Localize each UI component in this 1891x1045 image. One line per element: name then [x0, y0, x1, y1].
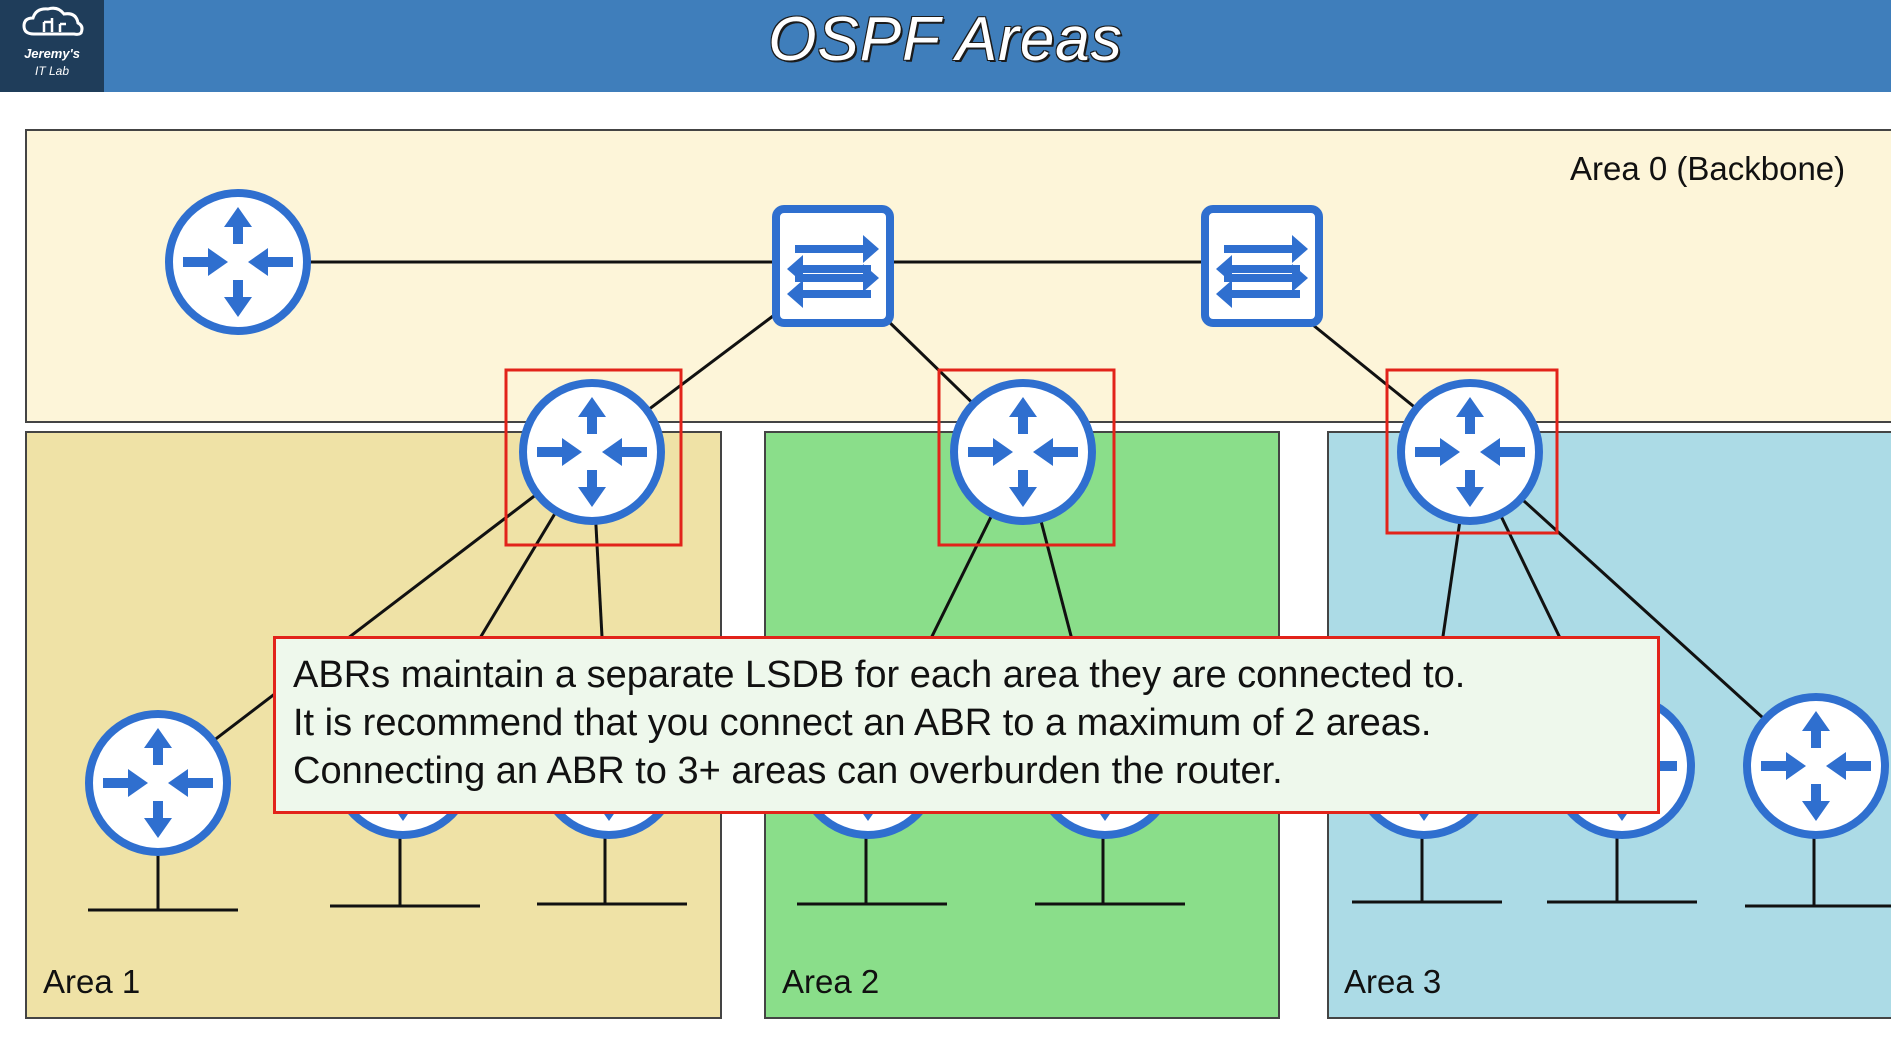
area2-label: Area 2 [782, 963, 880, 1000]
abr-highlight-box [937, 368, 1116, 547]
switch-icon [776, 209, 890, 323]
callout-line: It is recommend that you connect an ABR … [293, 702, 1432, 744]
callout-line: ABRs maintain a separate LSDB for each a… [293, 654, 1466, 696]
router-icon [1747, 697, 1885, 835]
router-icon [89, 714, 227, 852]
abr-router-icon [954, 383, 1092, 521]
abr-note-callout: ABRs maintain a separate LSDB for each a… [273, 636, 1660, 814]
jeremys-it-lab-logo: Jeremy's IT Lab [0, 0, 104, 92]
abr-highlight-box [1385, 368, 1559, 535]
switch-icon [1205, 209, 1319, 323]
logo-text-line1: Jeremy's [24, 46, 80, 61]
area3-label: Area 3 [1344, 963, 1442, 1000]
logo-text-line2: IT Lab [34, 64, 70, 78]
abr-highlight-box [504, 368, 683, 547]
abr-router-icon [1401, 383, 1539, 521]
area0-label: Area 0 (Backbone) [1570, 150, 1846, 187]
abr-router-icon [523, 383, 661, 521]
area1-label: Area 1 [43, 963, 141, 1000]
page-title: OSPF Areas [768, 5, 1123, 74]
cloud-icon [22, 6, 84, 36]
router-icon [169, 193, 307, 331]
slide-header: Jeremy's IT Lab OSPF Areas [0, 0, 1891, 92]
area0-region [25, 129, 1891, 423]
callout-line: Connecting an ABR to 3+ areas can overbu… [293, 750, 1283, 792]
